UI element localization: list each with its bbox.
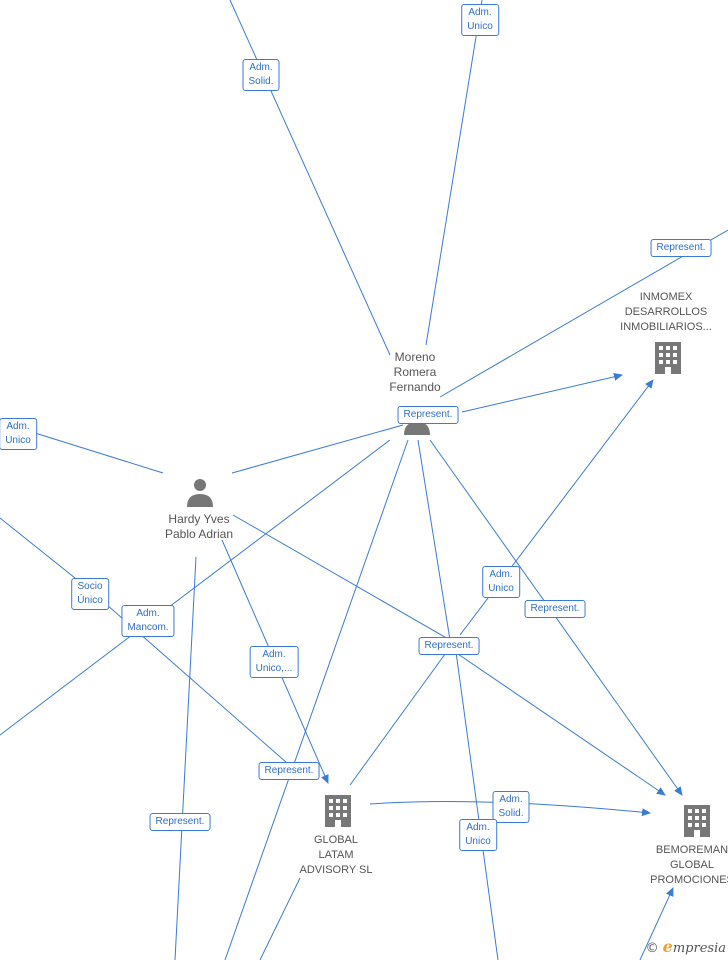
edge-label-line: Represent. (530, 603, 580, 614)
edge-label-represent[interactable]: Represent. (258, 762, 320, 780)
edge-label-line: Solid. (498, 808, 524, 819)
brand-name: mpresia (672, 941, 726, 956)
edge-label-adm-unico[interactable]: Adm. Unico (0, 418, 37, 450)
node-moreno[interactable]: Moreno Romera Fernando (389, 350, 440, 395)
building-icon (325, 795, 351, 827)
node-line: LATAM (318, 849, 354, 861)
edge-label-line: Adm. (6, 421, 30, 432)
node-line: GLOBAL (669, 859, 715, 871)
node-line: BEMOREMAN (655, 844, 728, 856)
building-icon (684, 805, 710, 837)
edge-label-represent[interactable]: Represent. (149, 813, 211, 831)
edge-label-line: Represent. (424, 640, 474, 651)
edge-center-bemoreman (454, 651, 666, 796)
edge-hardy-left-top (34, 432, 164, 474)
building-icon (655, 342, 681, 374)
edge-hardy-down (174, 556, 197, 960)
edge-label-line: Represent. (264, 765, 314, 776)
node-line: Fernando (389, 380, 441, 394)
edge-moreno-top-left (229, 0, 391, 356)
edge-label-line: Socio (77, 581, 103, 592)
node-line: Pablo Adrian (164, 527, 234, 541)
edge-moreno-top (425, 0, 483, 346)
edge-moreno-down (224, 439, 409, 960)
edge-label-line: Adm. (262, 649, 286, 660)
edge-label-line: Adm. (489, 569, 513, 580)
node-line: GLOBAL (313, 834, 359, 846)
edge-label-adm-mancom[interactable]: Adm. Mancom. (121, 605, 175, 637)
edge-moreno-center (417, 439, 451, 641)
edge-moreno-top-right (439, 229, 728, 398)
edge-label-line: Adm. (468, 7, 492, 18)
edge-bottom-bemoreman (639, 887, 674, 960)
edge-center-down (455, 651, 499, 960)
node-line: Hardy Yves (168, 512, 230, 526)
node-line: Romera (393, 365, 437, 379)
node-hardy[interactable]: Hardy Yves Pablo Adrian (165, 512, 233, 542)
edge-label-adm-unico[interactable]: Adm. Unico (459, 819, 497, 851)
edge-label-adm-unico[interactable]: Adm. Unico (482, 566, 520, 598)
edge-left-down (0, 637, 129, 736)
edge-label-adm-unico-trunc[interactable]: Adm. Unico,... (249, 646, 299, 678)
person-icon (187, 479, 213, 507)
edge-moreno-hardy (231, 424, 404, 474)
brand-e: e (662, 937, 673, 956)
edge-label-line: Unico (465, 836, 491, 847)
node-bemoreman[interactable]: BEMOREMAN GLOBAL PROMOCIONES (650, 843, 728, 888)
edge-label-represent[interactable]: Represent. (397, 406, 459, 424)
node-line: INMOBILIARIOS... (620, 321, 712, 333)
edge-label-line: Adm. (466, 822, 490, 833)
edge-label-line: Represent. (656, 242, 706, 253)
node-line: INMOMEX (639, 291, 693, 303)
edge-label-line: Mancom. (127, 622, 169, 633)
node-line: DESARROLLOS (624, 306, 708, 318)
edge-center-global (349, 649, 449, 786)
edge-label-line: Unico,... (255, 663, 293, 674)
edge-label-socio-unico[interactable]: Socio Único (71, 578, 109, 610)
edge-label-line: Solid. (248, 76, 274, 87)
edge-label-line: Único (77, 595, 103, 606)
edge-label-line: Unico (5, 435, 31, 446)
node-line: ADVISORY SL (299, 864, 373, 876)
edge-label-adm-solid[interactable]: Adm. Solid. (242, 59, 280, 91)
edge-label-line: Represent. (403, 409, 453, 420)
node-inmomex[interactable]: INMOMEX DESARROLLOS INMOBILIARIOS... (620, 290, 712, 335)
edge-label-represent[interactable]: Represent. (650, 239, 712, 257)
edge-label-line: Adm. (499, 794, 523, 805)
brand-logo: ©empresia (646, 937, 726, 956)
copyright-icon: © (645, 941, 659, 956)
edge-moreno-inmomex (461, 372, 623, 413)
edge-label-adm-unico[interactable]: Adm. Unico (461, 4, 499, 36)
edge-label-line: Unico (467, 21, 493, 32)
edge-hardy-center (232, 514, 451, 641)
edge-label-line: Unico (488, 583, 514, 594)
edge-label-adm-solid[interactable]: Adm. Solid. (492, 791, 530, 823)
edge-global-down (259, 877, 301, 960)
edge-label-line: Adm. (249, 62, 273, 73)
node-global-latam[interactable]: GLOBAL LATAM ADVISORY SL (300, 833, 373, 878)
edge-label-line: Represent. (155, 816, 205, 827)
edge-label-represent[interactable]: Represent. (524, 600, 586, 618)
node-line: Moreno (394, 350, 436, 364)
node-line: PROMOCIONES (650, 874, 728, 886)
edge-label-represent[interactable]: Represent. (418, 637, 480, 655)
edge-label-line: Adm. (136, 608, 160, 619)
